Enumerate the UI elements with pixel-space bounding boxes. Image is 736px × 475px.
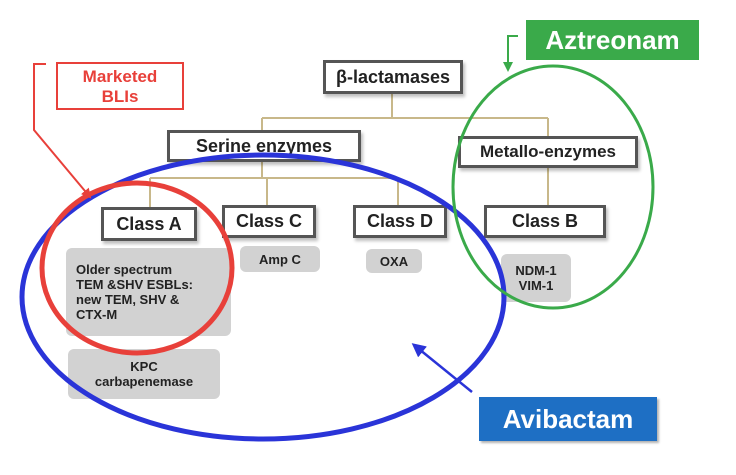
class-a-item-line: Older spectrum bbox=[76, 262, 173, 277]
kpc-carbapenemase-box: KPC carbapenemase bbox=[68, 349, 220, 399]
marketed-blis-line: Marketed bbox=[82, 67, 158, 86]
marketed-blis-line: BLIs bbox=[101, 87, 139, 106]
class-a-item-line: new TEM, SHV & bbox=[76, 292, 180, 307]
class-d-box: Class D bbox=[353, 205, 447, 238]
class-b-item-line: NDM-1 bbox=[515, 263, 557, 278]
class-a-older-spectrum-box: Older spectrum TEM &SHV ESBLs: new TEM, … bbox=[66, 248, 231, 336]
class-b-item-line: VIM-1 bbox=[518, 278, 554, 293]
marketed-blis-label: Marketed BLIs bbox=[56, 62, 184, 110]
metallo-enzymes-box: Metallo-enzymes bbox=[458, 136, 638, 168]
aztreonam-label: Aztreonam bbox=[526, 20, 699, 60]
class-c-box: Class C bbox=[222, 205, 316, 238]
avibactam-label: Avibactam bbox=[479, 397, 657, 441]
kpc-line: carbapenemase bbox=[94, 374, 194, 389]
oxa-box: OXA bbox=[366, 249, 422, 273]
beta-lactamases-box: β-lactamases bbox=[323, 60, 463, 94]
amp-c-box: Amp C bbox=[240, 246, 320, 272]
kpc-line: KPC bbox=[130, 359, 158, 374]
class-a-item-line: CTX-M bbox=[76, 307, 118, 322]
class-a-item-line: TEM &SHV ESBLs: bbox=[76, 277, 194, 292]
ndm-vim-box: NDM-1 VIM-1 bbox=[501, 254, 571, 302]
class-b-box: Class B bbox=[484, 205, 606, 238]
class-a-box: Class A bbox=[101, 207, 197, 241]
serine-enzymes-box: Serine enzymes bbox=[167, 130, 361, 162]
